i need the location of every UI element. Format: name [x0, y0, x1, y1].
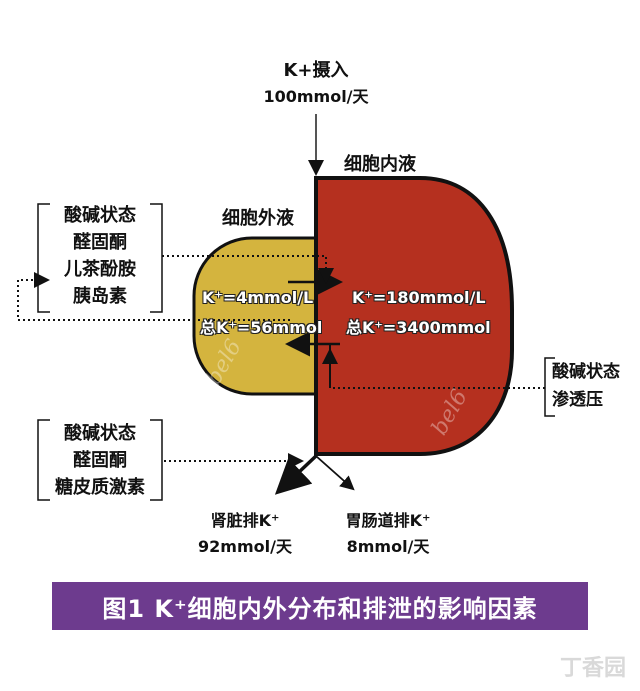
ecf-total: 总K⁺=56mmol [200, 318, 323, 337]
factor-acid-base: 酸碱状态 [552, 362, 620, 382]
intake-line2: 100mmol/天 [263, 87, 369, 106]
dotted-right-link [322, 348, 545, 389]
icf-total: 总K⁺=3400mmol [346, 318, 491, 337]
ecf-concentration: K⁺=4mmol/L [202, 288, 314, 307]
dotted-feedback-loop [17, 272, 290, 321]
factor-osmolality: 渗透压 [552, 390, 603, 410]
factor-acid-base: 酸碱状态 [64, 423, 136, 444]
kidney-excretion-label: 肾脏排K⁺ 92mmol/天 [190, 508, 300, 560]
kidney-line1: 肾脏排K⁺ [210, 511, 280, 530]
gi-line2: 8mmol/天 [346, 537, 430, 556]
left-top-bracket [37, 203, 50, 313]
left-bottom-bracket [37, 419, 50, 501]
left-top-factors: 酸碱状态 醛固酮 儿茶酚胺 胰岛素 [50, 202, 150, 310]
site-logo: 丁香园 [560, 656, 627, 681]
factor-insulin: 胰岛素 [73, 286, 127, 307]
gi-line1: 胃肠道排K⁺ [345, 511, 431, 530]
icf-title: 细胞内液 [344, 154, 416, 175]
kidney-line2: 92mmol/天 [198, 537, 292, 556]
factor-acid-base: 酸碱状态 [64, 205, 136, 226]
gi-arrow [315, 455, 355, 491]
dotted-insulin-link [162, 255, 334, 284]
factor-aldosterone: 醛固酮 [73, 450, 127, 471]
left-bottom-factors: 酸碱状态 醛固酮 糖皮质激素 [50, 420, 150, 501]
factor-glucocorticoid: 糖皮质激素 [55, 477, 145, 498]
icf-compartment [314, 176, 514, 456]
ecf-title: 细胞外液 [222, 208, 294, 229]
factor-catecholamine: 儿茶酚胺 [64, 259, 136, 280]
right-factors: 酸碱状态 渗透压 [552, 358, 636, 414]
figure-caption: 图1 K⁺细胞内外分布和排泄的影响因素 [52, 582, 588, 630]
intake-label: K+摄入 100mmol/天 [250, 58, 382, 110]
gi-excretion-label: 胃肠道排K⁺ 8mmol/天 [326, 508, 450, 560]
kidney-arrow [274, 454, 318, 495]
intake-line1: K+摄入 [283, 60, 349, 81]
factor-aldosterone: 醛固酮 [73, 232, 127, 253]
icf-concentration: K⁺=180mmol/L [352, 288, 486, 307]
